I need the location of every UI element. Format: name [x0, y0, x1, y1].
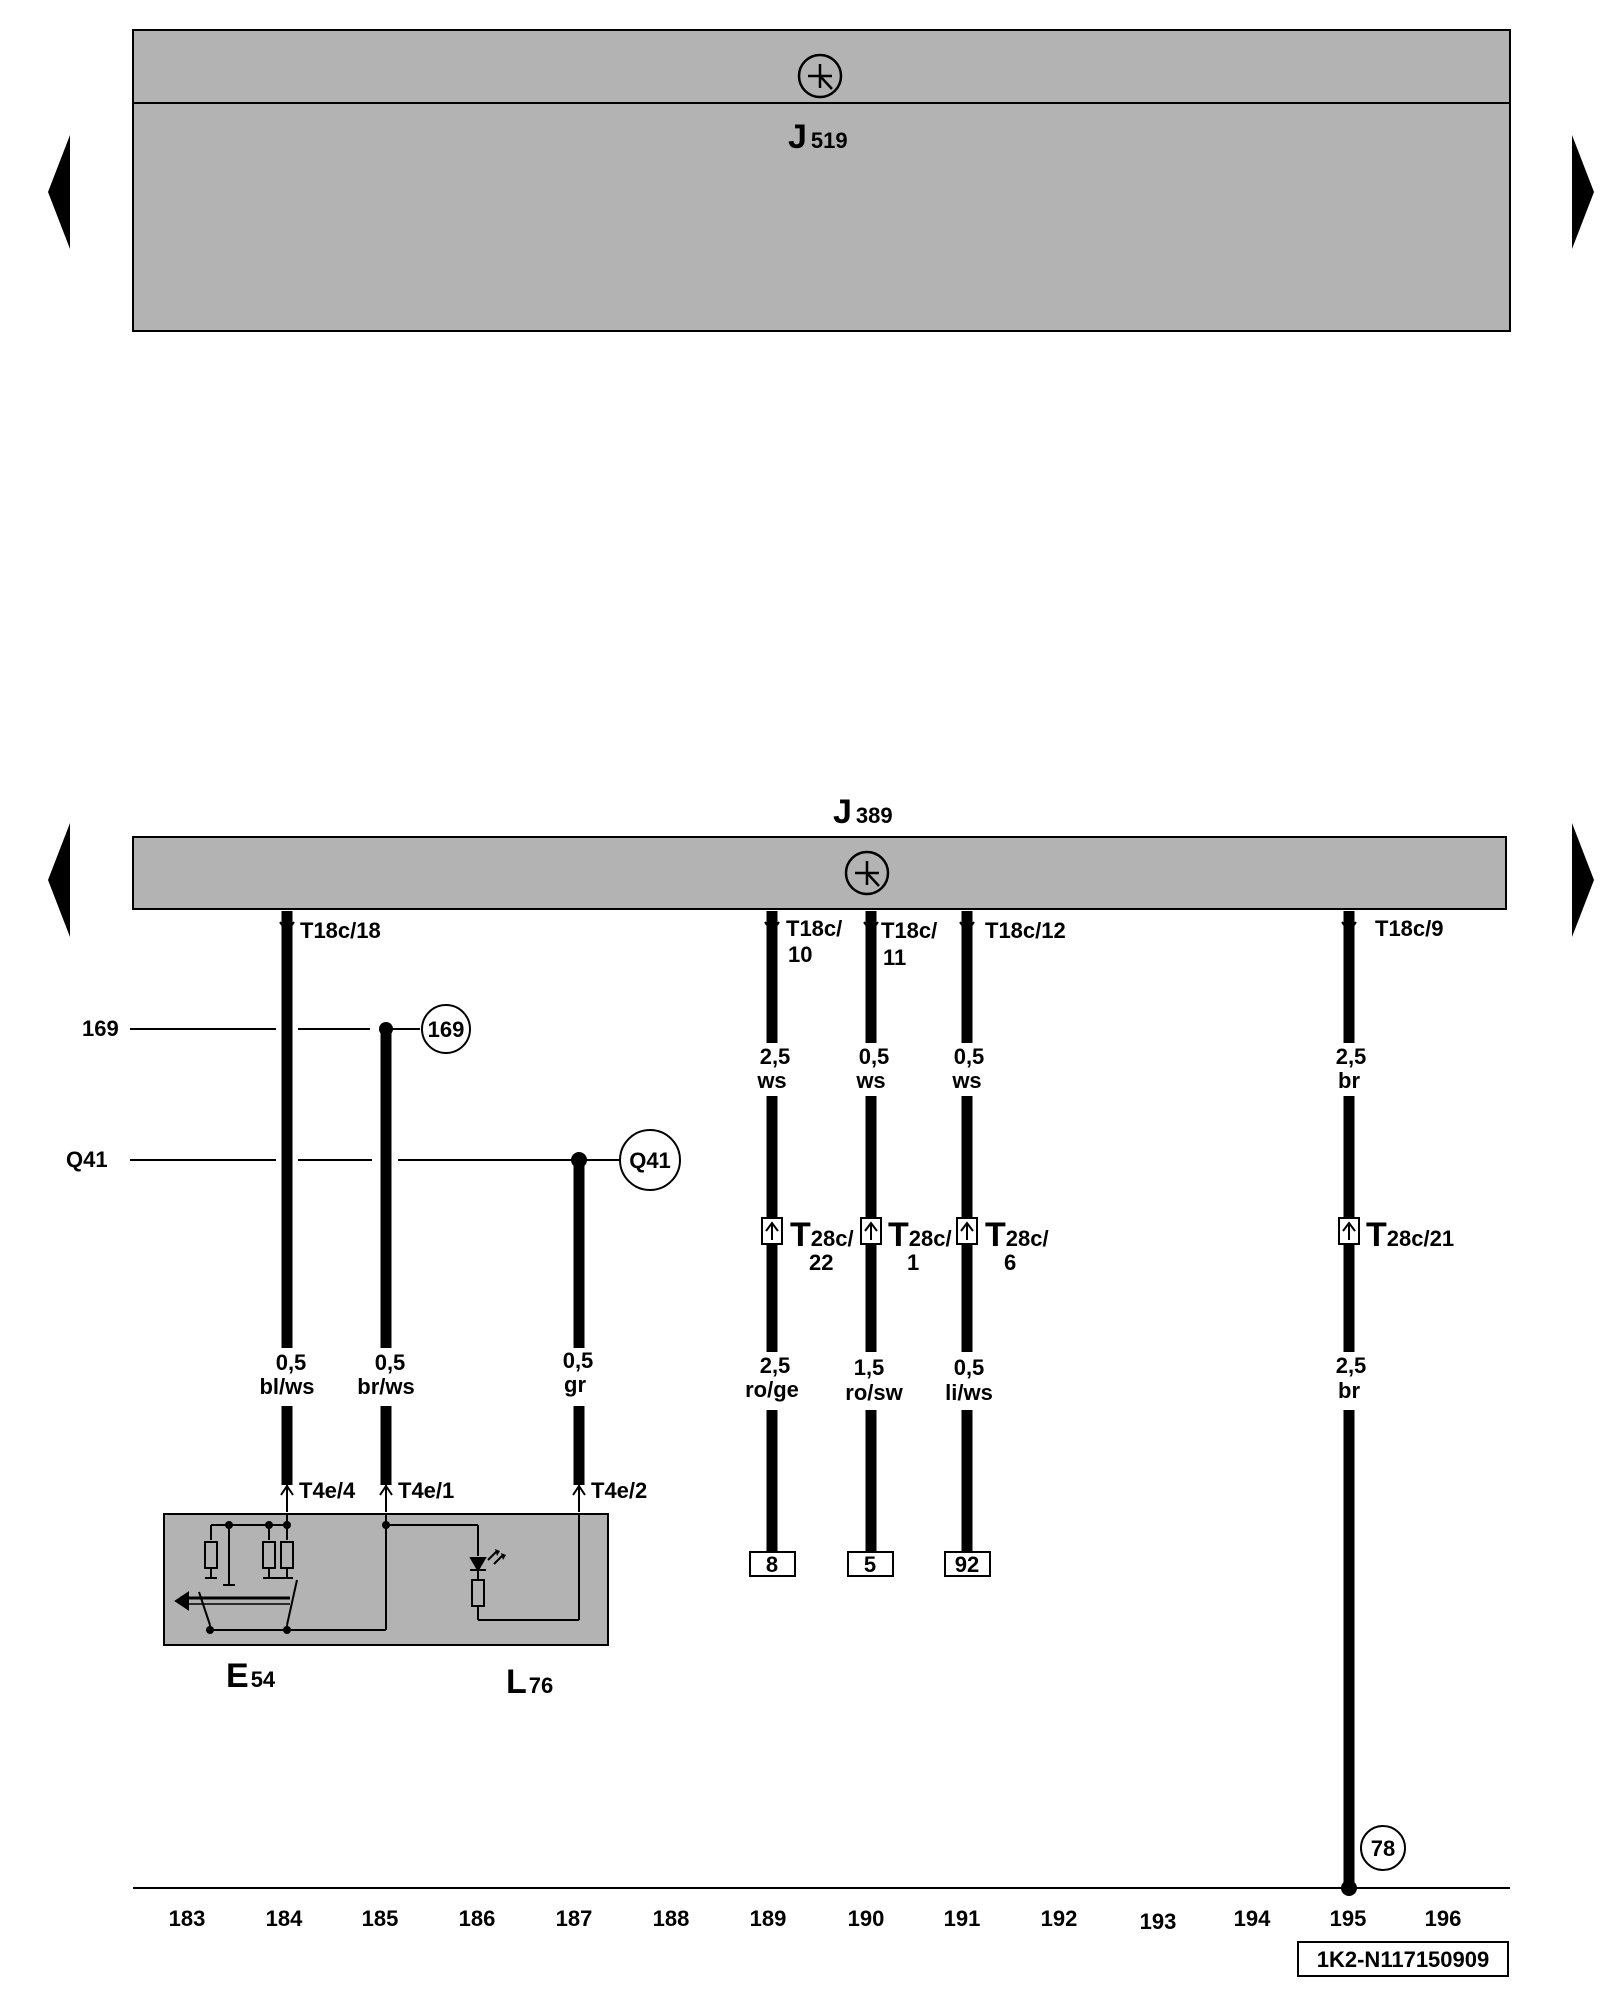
reference-q41-left: Q41 — [66, 1147, 108, 1172]
column-number: 183 — [169, 1906, 206, 1931]
terminal-boxes — [749, 1551, 991, 1577]
wire-191-size: 0,5 — [954, 1044, 985, 1069]
connector-t4e-1: T4e/1 — [398, 1478, 454, 1503]
wire-185-size: 0,5 — [375, 1350, 406, 1375]
connector-t28c-1: T28c/ — [888, 1216, 952, 1254]
connector-t18c-9: T18c/9 — [1375, 916, 1444, 941]
control-unit-symbol-icon — [844, 850, 890, 896]
wire-190-color: ws — [855, 1068, 885, 1093]
column-number: 186 — [459, 1906, 496, 1931]
page-left-arrow-icon[interactable] — [48, 823, 70, 937]
wire-184-color: bl/ws — [259, 1374, 314, 1399]
wire-195-size: 2,5 — [1336, 1044, 1367, 1069]
column-number: 188 — [653, 1906, 690, 1931]
connector-t28c-21: T28c/21 — [1366, 1216, 1454, 1254]
connector-t18c-10-a: T18c/ — [786, 916, 842, 941]
page-left-arrow-icon[interactable] — [48, 135, 70, 249]
wire-187-color: gr — [564, 1372, 586, 1397]
connector-t28c-6: T28c/ — [985, 1216, 1049, 1254]
column-number: 196 — [1425, 1906, 1462, 1931]
connector-t4e-4: T4e/4 — [299, 1478, 356, 1503]
wire-190-size: 0,5 — [859, 1044, 890, 1069]
connector-t18c-12: T18c/12 — [985, 918, 1066, 943]
wire-190-size-lower: 1,5 — [854, 1355, 885, 1380]
terminal-92[interactable]: 92 — [955, 1552, 979, 1577]
component-l76-label: L76 — [506, 1663, 553, 1701]
terminal-5[interactable]: 5 — [864, 1552, 876, 1577]
connector-t18c-10-b: 10 — [788, 942, 812, 967]
wire-191-color-lower: li/ws — [945, 1380, 993, 1405]
reference-169-circle[interactable]: 169 — [428, 1017, 465, 1042]
column-number: 193 — [1140, 1909, 1177, 1934]
reference-169-left: 169 — [82, 1016, 119, 1041]
wire-189-size: 2,5 — [760, 1044, 791, 1069]
wire-195-color: br — [1338, 1068, 1360, 1093]
control-unit-symbol-icon — [797, 53, 843, 99]
column-numbers: 183 184 185 186 187 188 189 190 191 192 193 194 195 1… — [169, 1906, 1462, 1934]
wire-189-size-lower: 2,5 — [760, 1353, 791, 1378]
wire-184 — [279, 911, 295, 1485]
wire-189-color: ws — [756, 1068, 786, 1093]
wire-187-size: 0,5 — [563, 1348, 594, 1373]
column-number: 187 — [556, 1906, 593, 1931]
wire-195-color-lower: br — [1338, 1378, 1360, 1403]
connector-t28c-1-pin: 1 — [907, 1250, 919, 1275]
component-e54-l76 — [163, 1513, 609, 1646]
connector-t4e-arrows — [280, 1484, 586, 1512]
component-e54-label: E54 — [226, 1657, 276, 1695]
wire-185-color: br/ws — [357, 1374, 414, 1399]
reference-q41-circle[interactable]: Q41 — [629, 1148, 671, 1173]
connector-t18c-18: T18c/18 — [300, 918, 381, 943]
wire-190-color-lower: ro/sw — [845, 1380, 903, 1405]
column-number: 190 — [848, 1906, 885, 1931]
document-code: 1K2-N117150909 — [1317, 1947, 1489, 1972]
column-number: 195 — [1330, 1906, 1367, 1931]
connector-t28c-6-pin: 6 — [1004, 1250, 1016, 1275]
connector-t28c-22: T28c/ — [790, 1216, 854, 1254]
reference-line-169: 169 169 — [82, 1004, 471, 1054]
connector-pin-arrows-top — [279, 912, 1357, 934]
reference-line-q41: Q41 Q41 — [66, 1129, 681, 1191]
connector-t28c-arrows — [765, 1221, 1356, 1240]
column-number: 184 — [266, 1906, 303, 1931]
column-number: 185 — [362, 1906, 399, 1931]
wire-195-size-lower: 2,5 — [1336, 1353, 1367, 1378]
column-number: 189 — [750, 1906, 787, 1931]
wire-189-color-lower: ro/ge — [745, 1377, 799, 1402]
wire-191-color: ws — [951, 1068, 981, 1093]
column-number: 192 — [1041, 1906, 1078, 1931]
page-right-arrow-icon[interactable] — [1572, 135, 1594, 249]
wire-184-size: 0,5 — [276, 1350, 307, 1375]
connector-t18c-11-b: 11 — [883, 945, 906, 970]
column-number: 194 — [1234, 1906, 1271, 1931]
connector-t18c-11-a: T18c/ — [881, 918, 937, 943]
column-number: 191 — [944, 1906, 981, 1931]
reference-78-circle[interactable]: 78 — [1371, 1836, 1395, 1861]
terminal-8[interactable]: 8 — [766, 1552, 778, 1577]
page-right-arrow-icon[interactable] — [1572, 823, 1594, 937]
connector-t28c-22-pin: 22 — [809, 1250, 833, 1275]
connector-t4e-2: T4e/2 — [591, 1478, 647, 1503]
wire-191-size-lower: 0,5 — [954, 1355, 985, 1380]
